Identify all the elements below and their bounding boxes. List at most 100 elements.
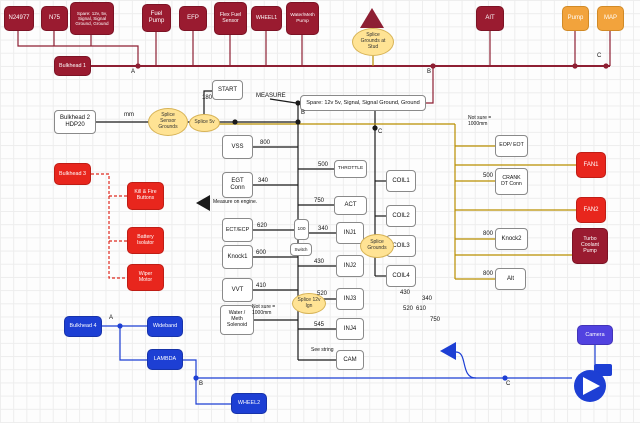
flow-arrow-triangle (440, 342, 456, 360)
fuel-pump[interactable]: Fuel Pump (142, 4, 171, 32)
text-label-19: 800 (483, 231, 494, 237)
curve-edge-0 (455, 351, 477, 379)
bulkhead4[interactable]: Bulkhead 4 (64, 316, 102, 337)
text-label-5: Measure on engine. (213, 199, 258, 205)
text-label-6: 620 (257, 223, 268, 229)
ait[interactable]: AIT (476, 6, 504, 31)
spare-mid[interactable]: Spare: 12v 5v, Signal, Signal Ground, Gr… (300, 95, 426, 111)
pump-icon[interactable] (570, 362, 616, 404)
resistor-100[interactable]: 100 (294, 219, 309, 240)
text-label-28: C (597, 53, 602, 59)
text-label-32: B (199, 381, 204, 387)
text-label-31: A (109, 315, 114, 321)
ground-stud-triangle (360, 8, 384, 28)
coil1[interactable]: COIL1 (386, 170, 416, 192)
text-label-27: B (427, 69, 432, 75)
text-label-20: 800 (483, 271, 494, 277)
text-label-3: 800 (260, 140, 271, 146)
text-label-21: 430 (400, 290, 411, 296)
coil3[interactable]: COIL3 (386, 235, 416, 257)
inj3[interactable]: INJ3 (336, 288, 364, 310)
text-label-2: 180 (202, 95, 213, 101)
lambda[interactable]: LAMBDA (147, 349, 183, 370)
text-label-1: MEASURE (256, 93, 286, 99)
text-label-11: 750 (314, 198, 325, 204)
text-label-16: See string (311, 347, 334, 353)
inj4[interactable]: INJ4 (336, 318, 364, 340)
wheel1[interactable]: WHEEL1 (251, 6, 282, 31)
flex-fuel-sensor[interactable]: Flex Fuel Sensor (214, 2, 247, 35)
edge-darkred-12 (426, 66, 434, 104)
junction-dot-8 (117, 323, 123, 329)
bulkhead1[interactable]: Bulkhead 1 (54, 56, 91, 76)
n24977[interactable]: N24977 (4, 6, 34, 31)
text-label-17: Not sure = 1000mm (468, 115, 492, 127)
coil4[interactable]: COIL4 (386, 265, 416, 287)
cam[interactable]: CAM (336, 350, 364, 370)
junction-dot-4 (232, 119, 238, 125)
map[interactable]: MAP (597, 6, 624, 31)
text-label-26: A (131, 69, 136, 75)
text-label-22: 340 (422, 296, 433, 302)
junction-dot-7 (372, 125, 378, 131)
pump-top[interactable]: Pump (562, 6, 589, 31)
edge-red-51 (91, 173, 127, 197)
fan1[interactable]: FAN1 (576, 152, 606, 178)
bulkhead3[interactable]: Bulkhead 3 (54, 163, 91, 185)
switch[interactable]: Switch (290, 243, 312, 256)
text-label-29: B (301, 110, 306, 116)
camera[interactable]: Camera (577, 325, 613, 345)
kill-fire-buttons[interactable]: Kill & Fire Buttons (127, 182, 164, 210)
crank-dt-conn[interactable]: CRANK DT Conn (495, 168, 528, 195)
inj1[interactable]: INJ1 (336, 222, 364, 244)
text-label-10: 500 (318, 162, 329, 168)
splice-grounds[interactable]: Splice Grounds (360, 234, 394, 258)
text-label-0: mm (124, 112, 134, 118)
text-label-18: 500 (483, 173, 494, 179)
egt-conn[interactable]: EGT Conn (222, 172, 253, 198)
turbo-coolant-pump[interactable]: Turbo Coolant Pump (572, 228, 608, 264)
splice-sensor-grounds[interactable]: Splice Sensor Grounds (148, 108, 188, 136)
wiper-motor[interactable]: Wiper Motor (127, 264, 164, 291)
pump-glyph (574, 364, 612, 402)
knock1[interactable]: Knock1 (222, 245, 253, 269)
splice-12v-ign[interactable]: Splice 12v Ign (292, 293, 326, 314)
text-label-12: 340 (318, 226, 329, 232)
throttle[interactable]: THROTTLE (334, 160, 367, 178)
text-label-23: 520 (403, 306, 414, 312)
wideband[interactable]: Wideband (147, 316, 183, 337)
text-label-25: 750 (430, 317, 441, 323)
wheel2[interactable]: WHEEL2 (231, 393, 267, 414)
battery-isolator[interactable]: Battery Isolator (127, 227, 164, 254)
measure-arrow-triangle (196, 195, 210, 211)
vss[interactable]: VSS (222, 135, 253, 159)
inj2[interactable]: INJ2 (336, 255, 364, 277)
water-meth-pump[interactable]: Water/Meth Pump (286, 2, 319, 35)
eop-eot[interactable]: EOP/ EOT (495, 135, 528, 157)
ect-ecp[interactable]: ECT/ECP (222, 218, 253, 242)
knock2[interactable]: Knock2 (495, 228, 528, 250)
coil2[interactable]: COIL2 (386, 205, 416, 227)
text-label-24: 610 (416, 306, 427, 312)
junction-dot-10 (502, 375, 508, 381)
text-label-4: 340 (258, 178, 269, 184)
junction-dot-2 (572, 63, 578, 69)
splice-5v[interactable]: Splice 5v (189, 114, 220, 132)
start[interactable]: START (212, 80, 243, 100)
text-label-14: 520 (317, 291, 328, 297)
water-meth-solenoid[interactable]: Water / Meth Solenoid (220, 305, 254, 335)
splice-grounds-stud[interactable]: Splice Grounds at Stud (352, 28, 394, 56)
n75[interactable]: N75 (41, 6, 68, 31)
edge-red-53 (108, 241, 127, 279)
alt[interactable]: Alt (495, 268, 526, 290)
edge-blue-46 (119, 326, 147, 361)
fan2[interactable]: FAN2 (576, 197, 606, 223)
act[interactable]: ACT (334, 196, 367, 215)
edge-darkred-1 (17, 31, 139, 66)
vvt[interactable]: VVT (222, 278, 253, 302)
spare-top[interactable]: Spare: 12v, 5v, Signal, Signal Ground, G… (70, 2, 114, 35)
edge-black-14 (203, 90, 213, 114)
efp[interactable]: EFP (179, 6, 207, 31)
text-label-13: 430 (314, 259, 325, 265)
bulkhead2[interactable]: Bulkhead 2 HDP20 (54, 110, 96, 134)
